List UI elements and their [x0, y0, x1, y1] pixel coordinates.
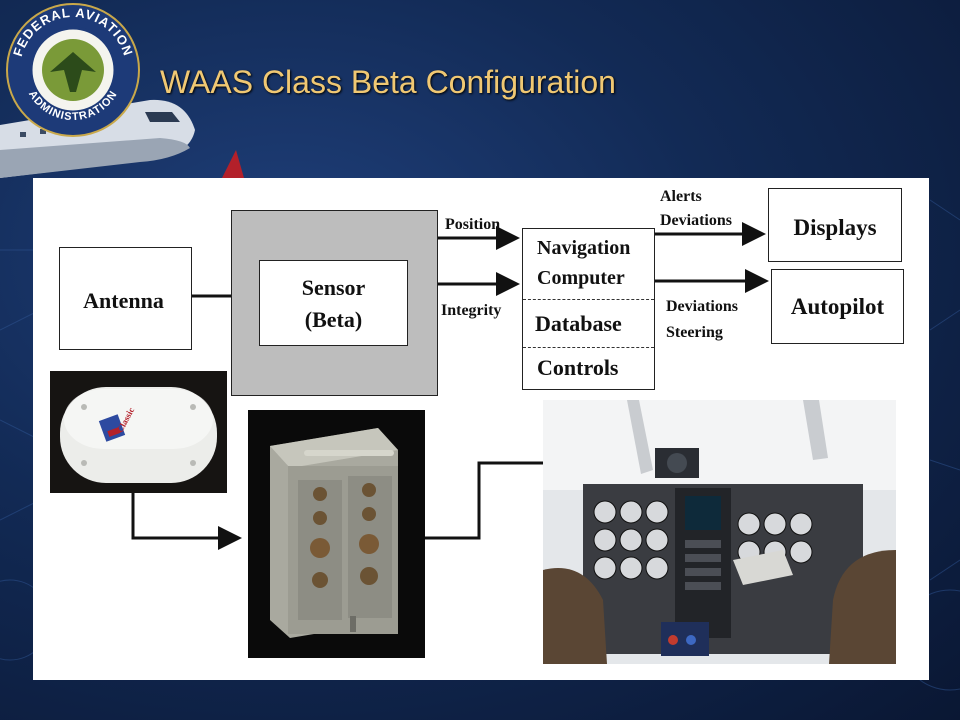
database-label: Database [535, 311, 622, 336]
antenna-label: Antenna [83, 288, 164, 313]
autopilot-box: Autopilot [771, 269, 904, 344]
displays-box: Displays [768, 188, 902, 262]
displays-label: Displays [793, 215, 877, 240]
nav-label-line1: Navigation [537, 237, 631, 259]
controls-label: Controls [537, 355, 619, 380]
sensor-label-line2: (Beta) [304, 307, 363, 332]
connector-lines [131, 222, 769, 550]
navigation-computer-box: Navigation Computer Database Controls [522, 228, 655, 390]
antenna-box: Antenna [59, 247, 192, 350]
cockpit-photo [543, 400, 896, 664]
nav-divider-2 [523, 347, 654, 348]
position-label: Position [445, 216, 501, 233]
deviations-bottom-label: Deviations [666, 298, 738, 315]
steering-label: Steering [666, 324, 723, 341]
page-title: WAAS Class Beta Configuration [160, 64, 616, 100]
integrity-label: Integrity [441, 302, 502, 319]
sensor-unit-photo [248, 410, 425, 658]
sensor-label-line1: Sensor [301, 275, 366, 300]
antenna-photo: Classic [50, 371, 227, 493]
diagram-panel: Antenna Sensor (Beta) Position Integrity… [33, 178, 929, 680]
sensor-box: Sensor (Beta) [259, 260, 408, 346]
alerts-label: Alerts [660, 188, 702, 205]
autopilot-label: Autopilot [790, 294, 885, 319]
deviations-top-label: Deviations [660, 212, 732, 229]
nav-label-line2: Computer [537, 267, 625, 289]
faa-logo [6, 3, 140, 137]
tail-fin-graphic [222, 150, 244, 178]
nav-divider-1 [523, 299, 654, 300]
